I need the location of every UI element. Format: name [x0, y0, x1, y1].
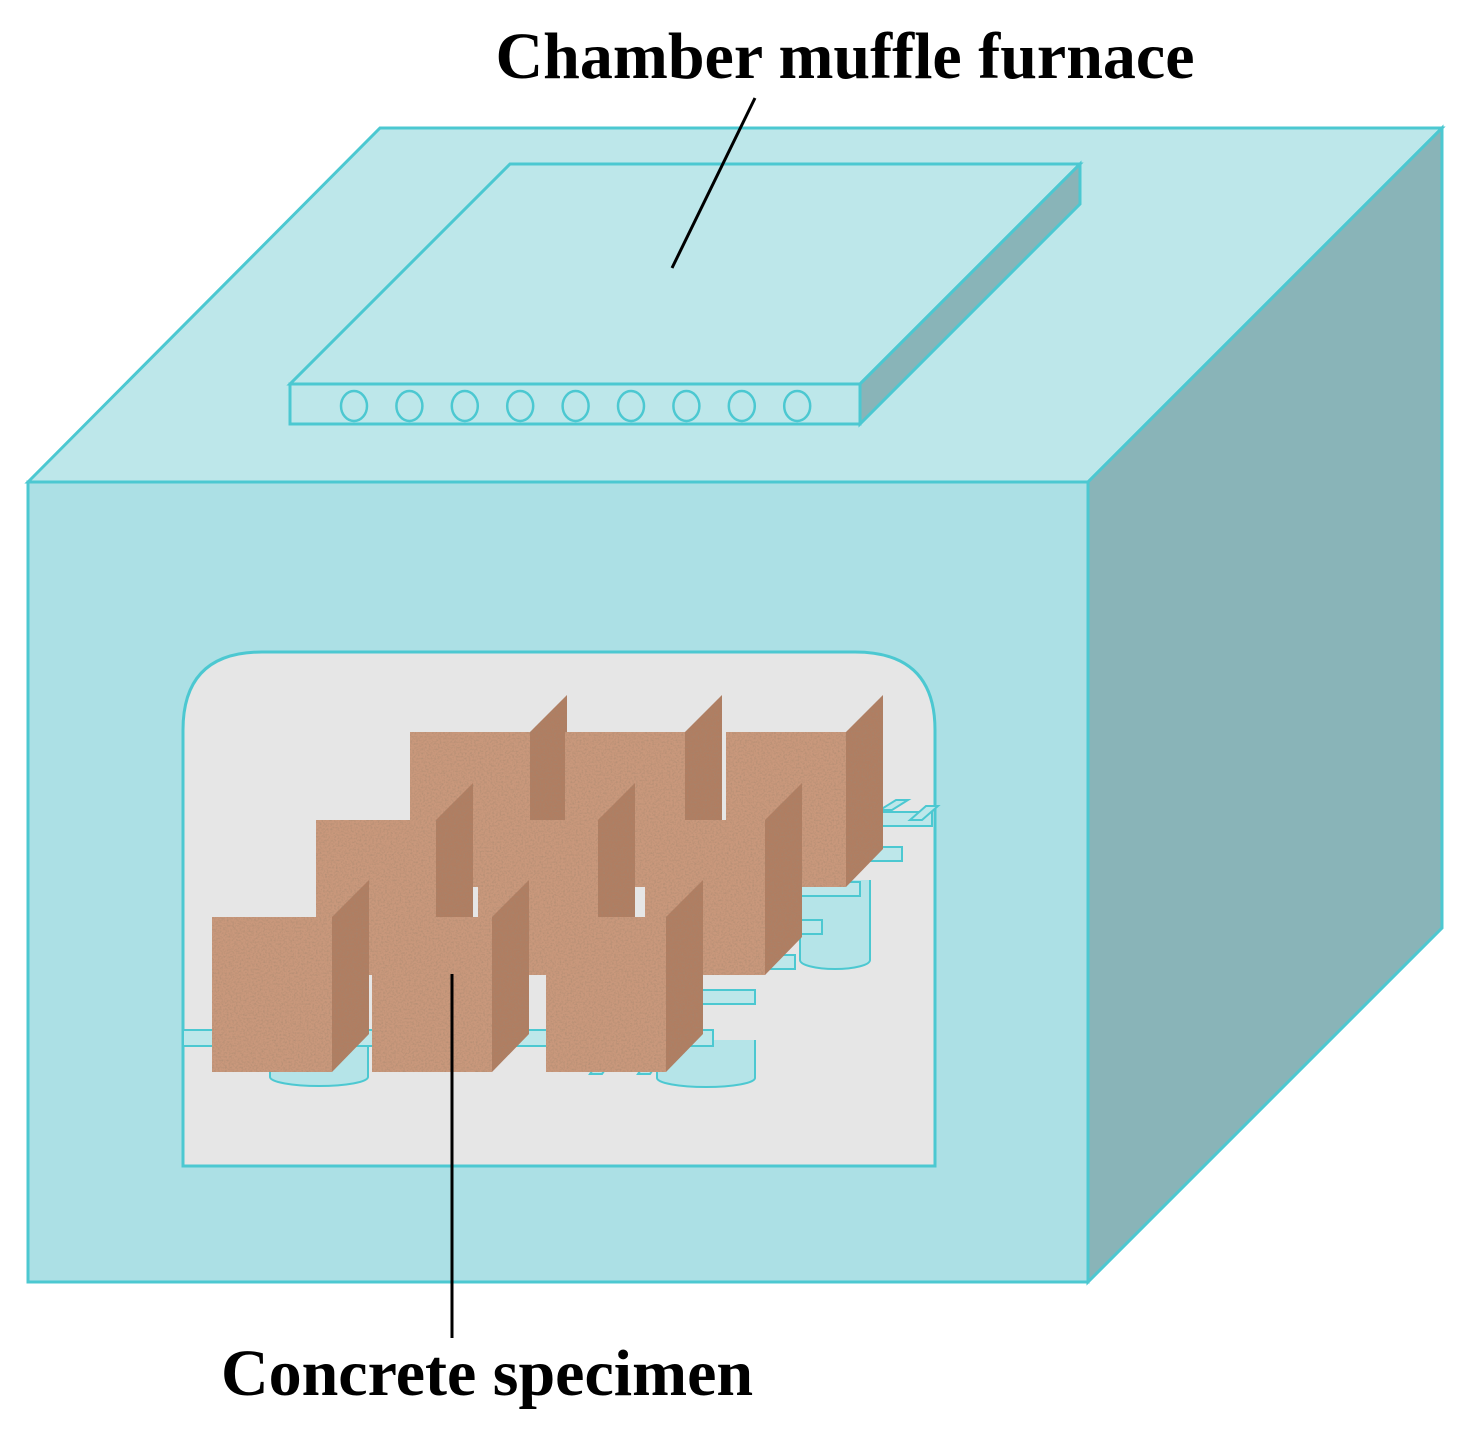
vent-hole — [616, 389, 646, 423]
furnace-leader-line — [670, 97, 757, 269]
cube-side-face — [492, 880, 529, 1072]
cube-side-face — [846, 695, 883, 887]
cube-front-face — [372, 917, 492, 1072]
vent-hole — [727, 389, 757, 423]
cube-front-face — [546, 917, 666, 1072]
rack-support — [799, 880, 871, 970]
specimen-label: Concrete specimen — [221, 1337, 753, 1410]
rack-slat — [876, 799, 912, 811]
vent-hole — [339, 389, 369, 423]
rack-slat — [907, 805, 941, 821]
vent-holes — [339, 389, 812, 423]
vent-hole — [672, 389, 701, 423]
concrete-specimens — [212, 695, 883, 1072]
cube-side-face — [765, 783, 802, 975]
top-panel — [286, 160, 1084, 428]
cube-front-face — [212, 917, 332, 1072]
vent-hole — [505, 389, 535, 423]
vent-hole — [450, 389, 480, 423]
cube-side-face — [666, 880, 703, 1072]
concrete-cube — [546, 880, 703, 1072]
vent-hole — [561, 389, 590, 423]
concrete-cube — [212, 880, 369, 1072]
cube-side-face — [332, 880, 369, 1072]
vent-hole — [782, 389, 812, 423]
furnace-label: Chamber muffle furnace — [496, 20, 1195, 93]
vent-hole — [395, 389, 424, 423]
concrete-cube — [726, 695, 883, 887]
concrete-cube — [372, 880, 529, 1072]
